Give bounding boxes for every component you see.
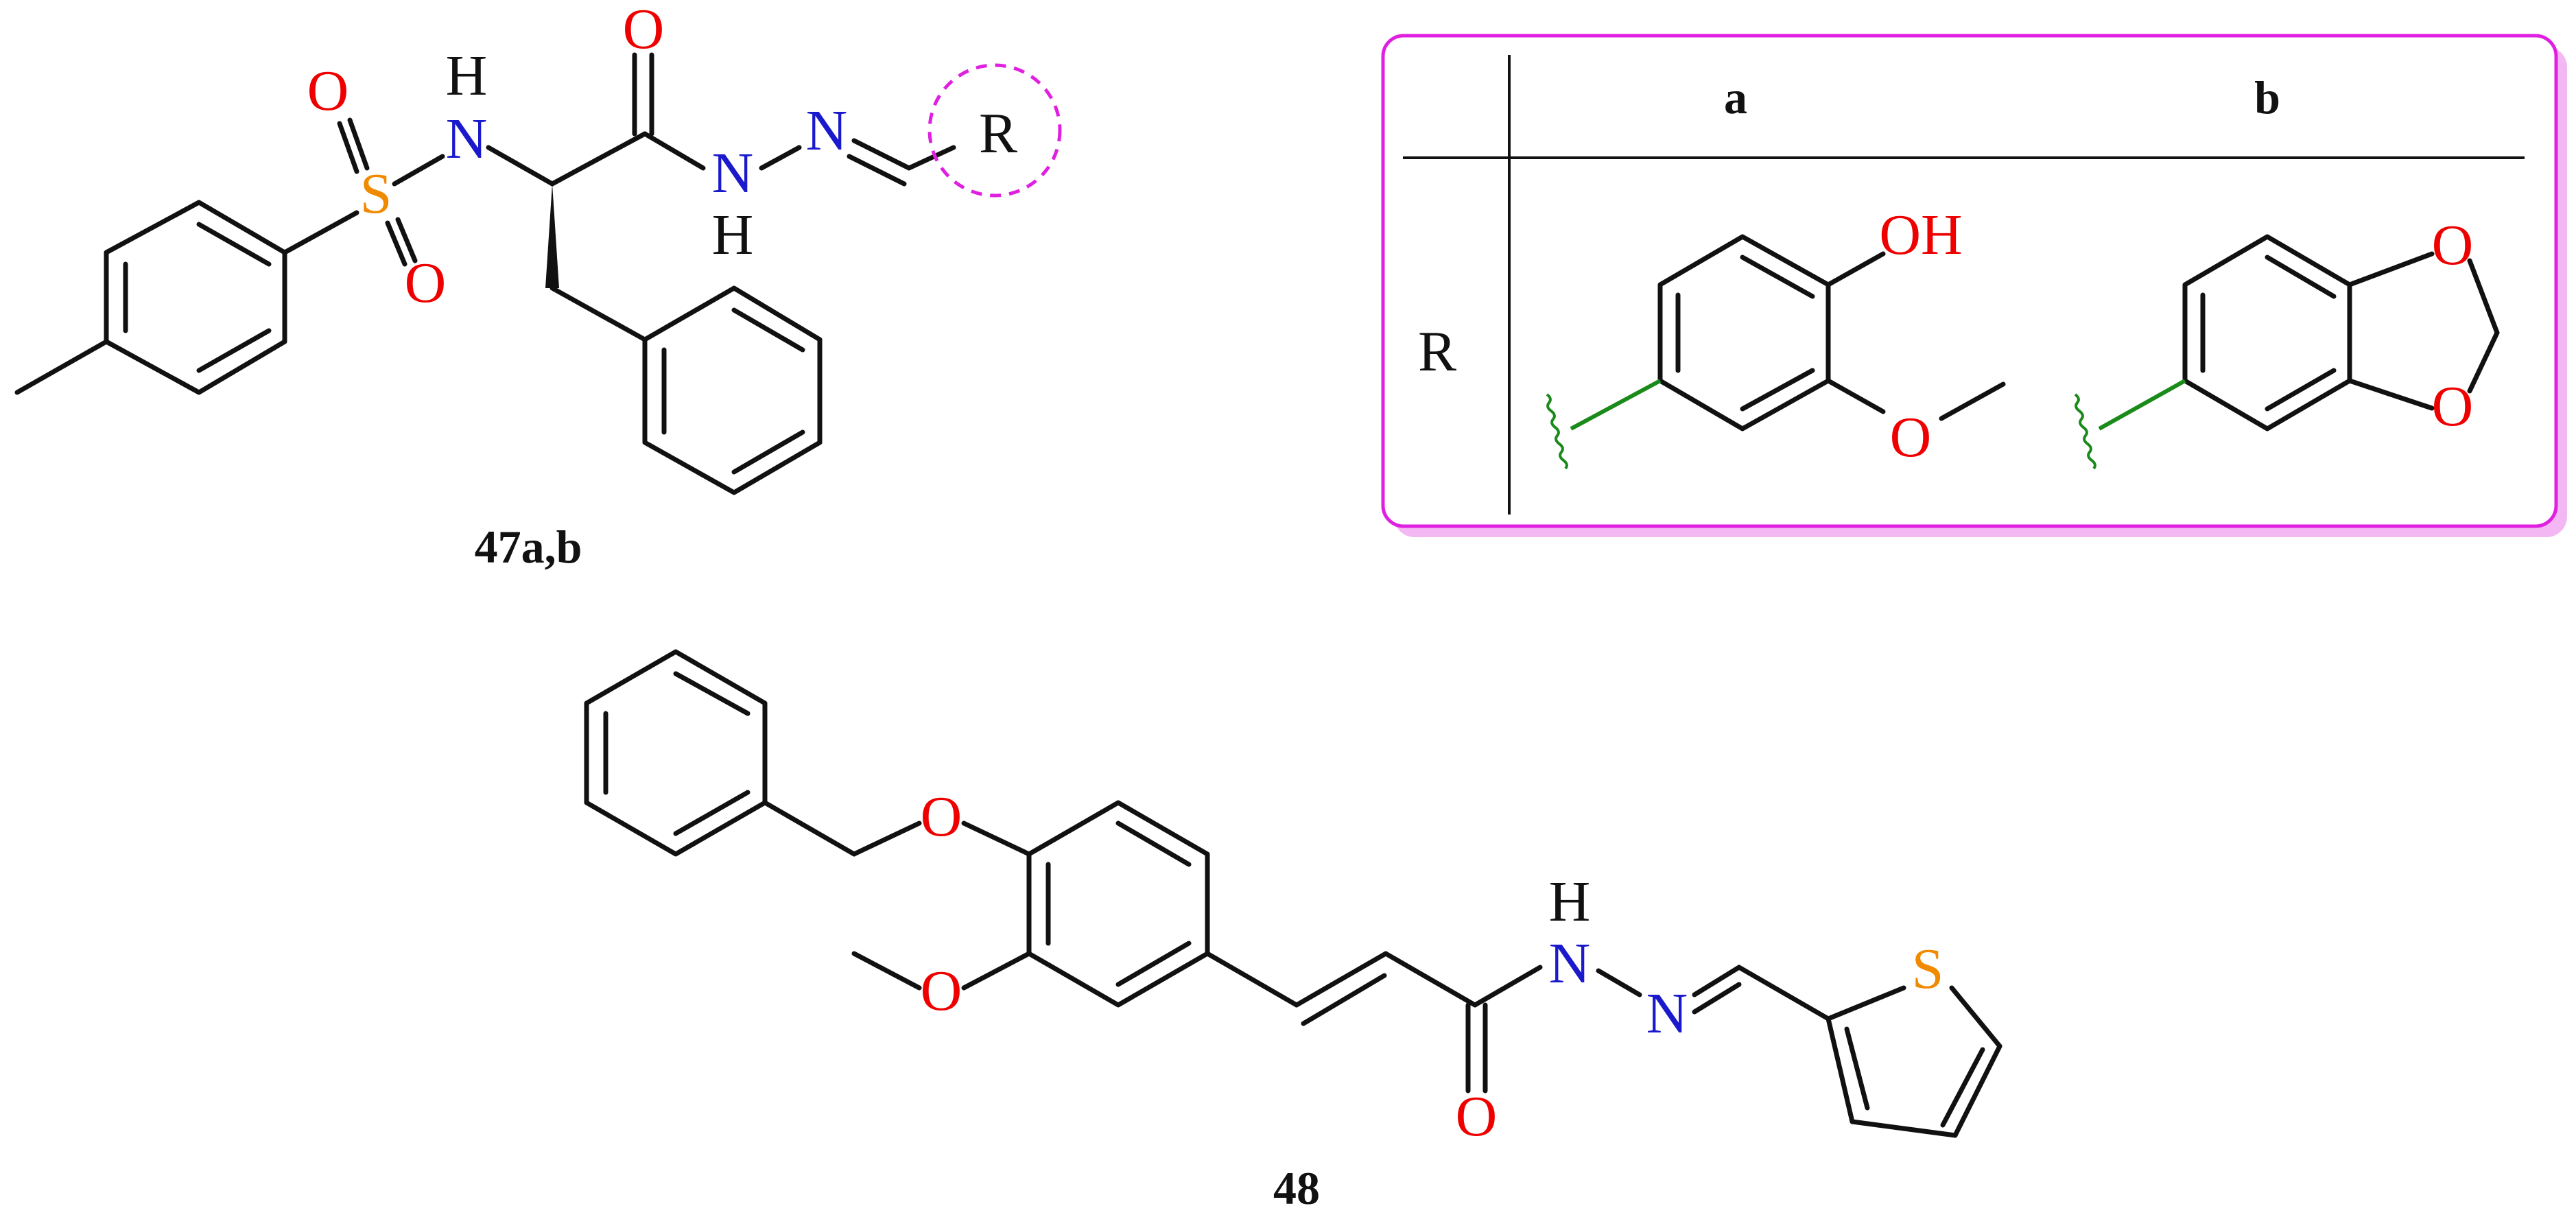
table-header-b: b (2254, 71, 2280, 123)
atom-o-carbonyl-48: O (1456, 1085, 1498, 1148)
compound-48-label: 48 (1273, 1162, 1320, 1214)
atom-n-sulfonamide: N (446, 107, 488, 171)
substituent-a-structure: OH O (1546, 203, 2006, 470)
atom-n-imine: N (806, 99, 848, 163)
atom-n-nh-48: N (1549, 932, 1591, 995)
compound-48-structure: O O O H N N S 48 (584, 649, 2002, 1214)
atom-oh-a: OH (1879, 203, 1962, 267)
atom-n-imine-48: N (1646, 982, 1688, 1045)
atom-o-sulfonyl-2: O (405, 251, 447, 315)
attachment-bond-b (2098, 379, 2186, 431)
atom-r-group: R (979, 102, 1017, 165)
atom-s-sulfonyl: S (360, 162, 392, 226)
r-group-highlight-circle (927, 63, 1062, 198)
atom-o-bottom-b: O (2432, 375, 2474, 438)
compound-47-structure: O O S N H O N H N R 47a,b (14, 0, 1062, 573)
table-header-a: a (1724, 71, 1747, 123)
atom-h-sulfonamide: H (446, 44, 488, 108)
atom-h-hydrazide: H (712, 203, 754, 267)
tolyl-ring (14, 200, 359, 395)
benzyl-ring (550, 285, 823, 495)
atom-o-carbonyl: O (623, 0, 665, 61)
substituent-b-structure: O O (2074, 213, 2500, 470)
atom-o-methoxy: O (921, 959, 962, 1023)
table-row-label-r: R (1418, 320, 1456, 383)
table-frame (1381, 34, 2558, 528)
atom-s-thiophene: S (1912, 937, 1944, 1001)
attachment-bond-a (1570, 379, 1662, 431)
wavy-bond-a (1546, 393, 1568, 470)
atom-h-nh-48: H (1549, 870, 1591, 934)
r-group-table: a b R OH O (1381, 34, 2567, 537)
backbone-bonds (486, 52, 956, 187)
sulfonyl-bonds (337, 117, 445, 267)
atom-n-hydrazide: N (712, 141, 754, 205)
atom-o-sulfonyl-1: O (307, 59, 349, 123)
atom-o-top-b: O (2432, 213, 2474, 277)
atom-o-methoxy-a: O (1890, 405, 1932, 469)
wavy-bond-b (2074, 393, 2096, 470)
stereo-wedge (545, 184, 559, 288)
compound-47-label: 47a,b (475, 521, 582, 573)
atom-o-benzyloxy: O (921, 785, 962, 849)
